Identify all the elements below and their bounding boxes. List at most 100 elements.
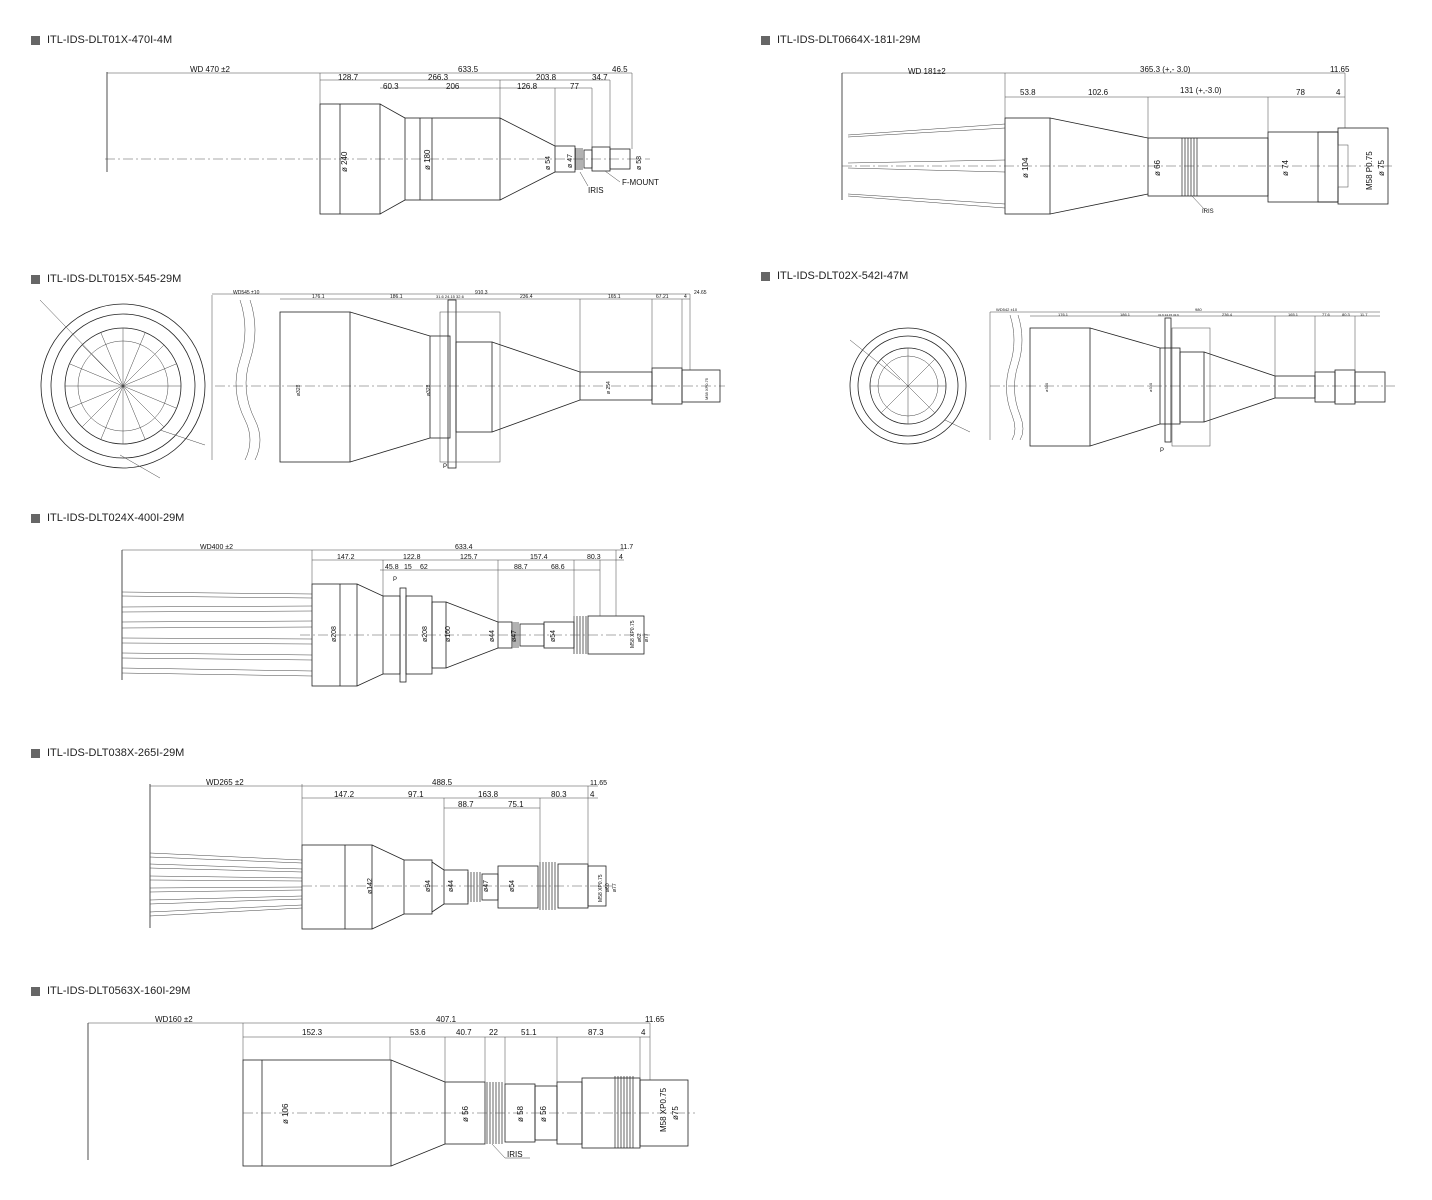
p5-dia8: ø62 [637, 633, 643, 642]
title-p7: ITL-IDS-DLT0563X-160I-29M [31, 985, 190, 997]
p5-d8: 15 [404, 564, 412, 571]
title-p5: ITL-IDS-DLT024X-400I-29M [31, 512, 184, 524]
p7-dia2: ø 56 [461, 1105, 470, 1122]
p4-side: P [1160, 448, 1164, 454]
p5-d10: 88.7 [514, 564, 528, 571]
bullet-square-icon [761, 35, 770, 45]
p6-dia7: ø60 [605, 883, 611, 892]
p7-dia1: ø 106 [281, 1103, 290, 1124]
p3-d1: 176.1 [312, 294, 325, 300]
p7-wd: WD160 ±2 [155, 1015, 193, 1024]
p1-d4: 34.7 [592, 73, 608, 82]
p5-dia9: ø77 [644, 633, 650, 642]
p1-iris: IRIS [588, 186, 604, 195]
p6-dia1: ø142 [367, 878, 374, 894]
p2-total: 365.3 (+,- 3.0) [1140, 65, 1191, 74]
p2-dia4: M58 P0.75 [1365, 151, 1374, 190]
p2-d4: 78 [1296, 88, 1305, 97]
title-p6: ITL-IDS-DLT038X-265I-29M [31, 747, 184, 759]
p5-d4: 157.4 [530, 554, 548, 561]
p7-dia4: ø 56 [539, 1105, 548, 1122]
p5-dia1: ø208 [331, 626, 338, 642]
bullet-square-icon [31, 513, 40, 523]
p6-dia6: M58 XP0.75 [598, 874, 604, 902]
drawing-p1: WD 470 ±2 633.5 46.5 128.7 266.3 203.8 3… [105, 65, 659, 215]
p2-dia2: ø 66 [1153, 159, 1162, 176]
p6-d2: 97.1 [408, 790, 424, 799]
p6-wd: WD265 ±2 [206, 778, 244, 787]
p5-d7: 45.8 [385, 564, 399, 571]
p3-dia1: ø328 [296, 384, 302, 396]
p5-dia5: ø47 [511, 630, 518, 642]
p1-dia2: ø 180 [423, 149, 432, 170]
p2-dia5: ø 75 [1377, 159, 1386, 176]
drawing-p3: WD545 ±10 910.3 24.65 176.1 186.1 31.6 2… [39, 290, 725, 479]
p5-d9: 62 [420, 564, 428, 571]
p5-d1: 147.2 [337, 554, 355, 561]
p7-dia3: ø 58 [516, 1105, 525, 1122]
drawing-p7: WD160 ±2 407.1 11.65 152.3 53.6 40.7 22 … [87, 1015, 695, 1167]
p3-dia4: M58 XP0.75 [704, 377, 709, 400]
p5-dia6: ø54 [550, 630, 557, 642]
p1-d2: 266.3 [428, 73, 449, 82]
bullet-square-icon [31, 274, 40, 284]
p4-wd: WD542 ±10 [996, 307, 1018, 312]
p5-dia3: ø160 [445, 626, 452, 642]
bullet-square-icon [31, 986, 40, 996]
p5-total: 633.4 [455, 544, 473, 551]
p5-d3: 125.7 [460, 554, 478, 561]
p4-d5: 165.1 [1288, 312, 1299, 317]
title-p3-text: ITL-IDS-DLT015X-545-29M [47, 273, 182, 285]
p6-d6: 88.7 [458, 800, 474, 809]
p5-dia4: ø44 [489, 630, 496, 642]
p1-total: 633.5 [458, 65, 479, 74]
p5-d5: 80.3 [587, 554, 601, 561]
p5-d2: 122.8 [403, 554, 421, 561]
p2-dia1: ø 104 [1021, 157, 1030, 178]
p1-dia3: ø 54 [545, 156, 552, 170]
drawing-p4: WD542 ±10 980 176.1 186.1 31.6 24.15 32.… [849, 307, 1395, 454]
p3-d3: 31.6 24.15 32.6 [436, 294, 465, 299]
p4-dia2: ø330 [1148, 382, 1153, 392]
bullet-square-icon [31, 35, 40, 45]
p3-d7: 4 [684, 294, 687, 300]
p5-side: P [393, 577, 397, 583]
p5-end: 11.7 [620, 544, 633, 551]
p5-d11: 68.6 [551, 564, 565, 571]
drawing-p6: WD265 ±2 488.5 11.65 147.2 97.1 163.8 80… [149, 778, 618, 930]
p6-d5: 4 [590, 790, 595, 799]
p1-d5: 60.3 [383, 82, 399, 91]
title-p7-text: ITL-IDS-DLT0563X-160I-29M [47, 985, 191, 997]
p3-d4: 236.4 [520, 294, 533, 300]
p6-dia4: ø47 [483, 880, 490, 892]
p4-d3: 31.6 24.15 32.6 [1158, 313, 1179, 317]
p3-d2: 186.1 [390, 294, 403, 300]
p3-wd: WD545 ±10 [233, 290, 260, 296]
p2-wd: WD 181±2 [908, 67, 946, 76]
title-p1-text: ITL-IDS-DLT01X-470I-4M [47, 34, 173, 46]
p5-wd: WD400 ±2 [200, 544, 233, 551]
p4-d2: 186.1 [1120, 312, 1131, 317]
p1-wd: WD 470 ±2 [190, 65, 231, 74]
title-p3: ITL-IDS-DLT015X-545-29M [31, 273, 181, 285]
p2-d1: 53.8 [1020, 88, 1036, 97]
p3-side: P [443, 464, 447, 470]
p3-total: 910.3 [475, 290, 488, 296]
p2-end: 11.65 [1330, 65, 1350, 74]
p2-d2: 102.6 [1088, 88, 1109, 97]
p6-d1: 147.2 [334, 790, 355, 799]
drawing-p2: WD 181±2 365.3 (+,- 3.0) 11.65 53.8 102.… [841, 65, 1395, 215]
title-p5-text: ITL-IDS-DLT024X-400I-29M [47, 512, 185, 524]
title-p6-text: ITL-IDS-DLT038X-265I-29M [47, 747, 185, 759]
bullet-square-icon [761, 271, 770, 281]
title-p4: ITL-IDS-DLT02X-542I-47M [761, 270, 908, 282]
p1-d3: 203.8 [536, 73, 557, 82]
p1-dia1: ø 240 [340, 151, 349, 172]
p1-d1: 128.7 [338, 73, 359, 82]
p7-total: 407.1 [436, 1015, 457, 1024]
p7-d3: 40.7 [456, 1028, 472, 1037]
p1-d7: 126.8 [517, 82, 538, 91]
title-p2-text: ITL-IDS-DLT0664X-181I-29M [777, 34, 921, 46]
p6-dia3: ø44 [448, 880, 455, 892]
